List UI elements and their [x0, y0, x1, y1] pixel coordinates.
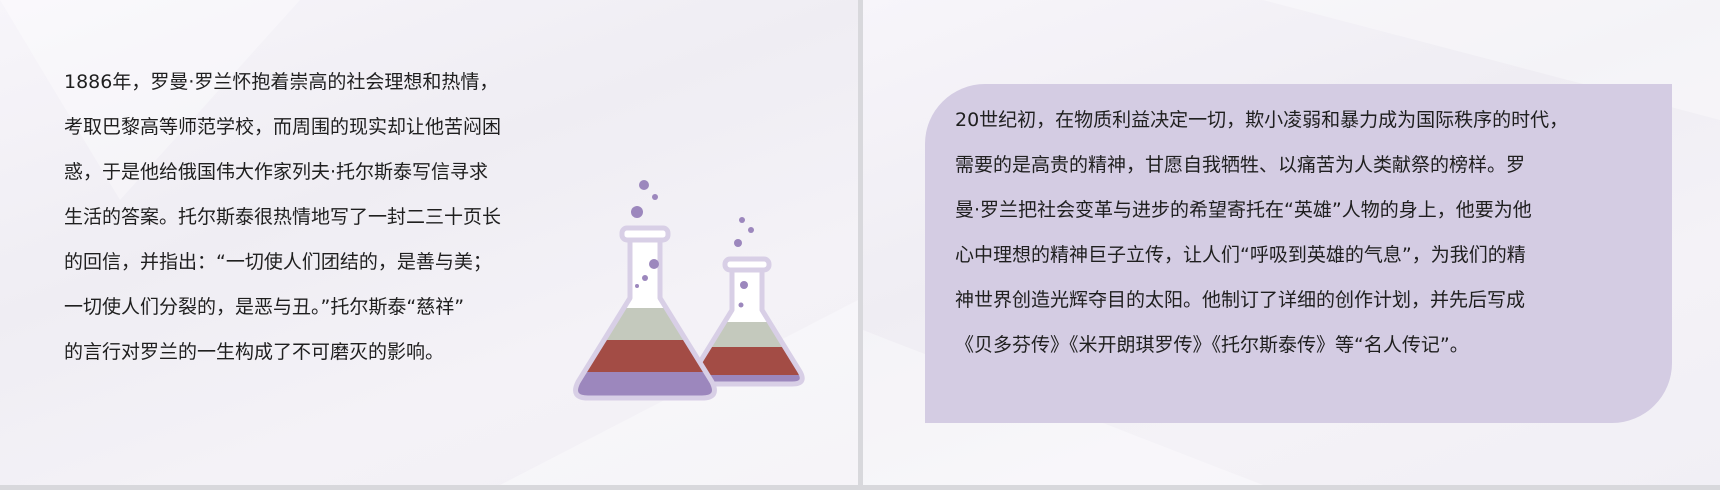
- paragraph-line: 需要的是高贵的精神，甘愿自我牺牲、以痛苦为人类献祭的榜样。罗: [955, 154, 1526, 176]
- paragraph-line: 神世界创造光辉夺目的太阳。他制订了详细的创作计划，并先后写成: [955, 289, 1526, 311]
- large-flask: [573, 225, 717, 401]
- paragraph-line: 一切使人们分裂的，是恶与丑。”托尔斯泰“慈祥”: [64, 296, 465, 318]
- paragraph-line: 曼·罗兰把社会变革与进步的希望寄托在“英雄”人物的身上，他要为他: [955, 199, 1532, 221]
- paragraph-line: 的回信，并指出：“一切使人们团结的，是善与美；: [64, 251, 492, 273]
- paragraph-line: 惑，于是他给俄国伟大作家列夫·托尔斯泰写信寻求: [64, 161, 489, 183]
- paragraph-line: 生活的答案。托尔斯泰很热情地写了一封二三十页长: [64, 206, 502, 228]
- chemistry-flasks-icon: [573, 180, 805, 401]
- body-paragraph-left: 1886年，罗曼·罗兰怀抱着崇高的社会理想和热情， 考取巴黎高等师范学校，而周围…: [64, 60, 584, 375]
- paragraph-line: 《贝多芬传》《米开朗琪罗传》《托尔斯泰传》等“名人传记”。: [955, 334, 1469, 356]
- paragraph-line: 心中理想的精神巨子立传，让人们“呼吸到英雄的气息”，为我们的精: [955, 244, 1526, 266]
- paragraph-line: 的言行对罗兰的一生构成了不可磨灭的影响。: [64, 341, 445, 363]
- text-box: [925, 84, 1672, 423]
- paragraph-line: 1886年，罗曼·罗兰怀抱着崇高的社会理想和热情，: [64, 71, 499, 93]
- paragraph-line: 考取巴黎高等师范学校，而周围的现实却让他苦闷困: [64, 116, 502, 138]
- slide-left: 1886年，罗曼·罗兰怀抱着崇高的社会理想和热情， 考取巴黎高等师范学校，而周围…: [0, 0, 858, 485]
- paragraph-line: 20世纪初，在物质利益决定一切，欺小凌弱和暴力成为国际秩序的时代，: [955, 109, 1569, 131]
- body-paragraph-right: 20世纪初，在物质利益决定一切，欺小凌弱和暴力成为国际秩序的时代， 需要的是高贵…: [955, 98, 1655, 368]
- slide-right: 20世纪初，在物质利益决定一切，欺小凌弱和暴力成为国际秩序的时代， 需要的是高贵…: [863, 0, 1720, 485]
